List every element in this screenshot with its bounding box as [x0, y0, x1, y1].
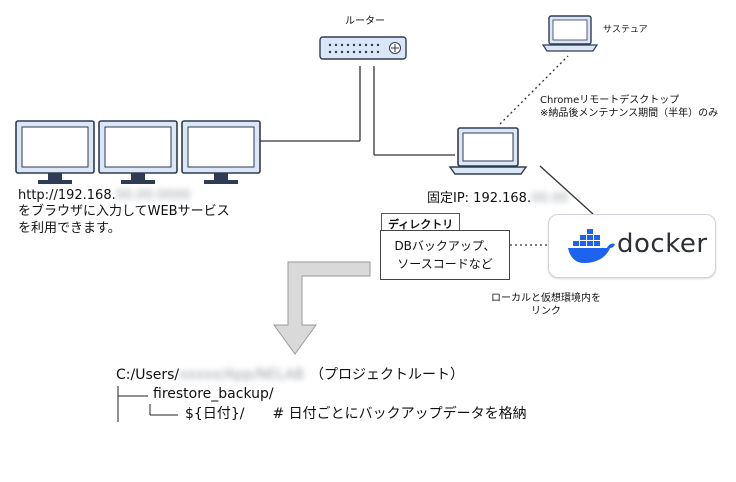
chrome-remote-line2: ※納品後メンテナンス期間（半年）のみ — [540, 107, 719, 119]
server-ip: 固定IP: 192.168.00.00 — [427, 191, 568, 207]
directory-box: DBバックアップ、 ソースコードなど — [380, 230, 510, 280]
remote-label: サステュア — [603, 25, 648, 35]
server-ip-prefix: 固定IP: 192.168. — [427, 191, 532, 206]
tree-date-comment: # 日付ごとにバックアップデータを格納 — [272, 406, 527, 422]
clients-line3: を利用できます。 — [18, 220, 121, 236]
clients-description: http://192.168.00.00:0000 をブラウザに入力してWEBサ… — [18, 188, 230, 237]
server-laptop-icon — [448, 127, 528, 175]
link-note-line2: リンク — [531, 305, 561, 317]
tree-root-masked: xxxxx/App/NELAB — [179, 367, 304, 383]
directory-line2: ソースコードなど — [397, 257, 493, 271]
client-monitor-2-icon — [98, 120, 178, 184]
tree-root-prefix: C:/Users/ — [116, 367, 180, 383]
tree-firestore-text: firestore_backup/ — [153, 386, 274, 402]
docker-wordmark: docker — [617, 229, 708, 259]
tree-date-line: ${日付}/ # 日付ごとにバックアップデータを格納 — [185, 406, 527, 424]
clients-line2: をブラウザに入力してWEBサービス — [18, 204, 230, 220]
connection-lines — [260, 66, 594, 215]
server-to-docker-line — [539, 165, 594, 215]
directory-title: ディレクトリ — [381, 213, 461, 235]
directory-line1: DBバックアップ、 — [394, 239, 496, 253]
chrome-remote-line1: Chromeリモートデスクトップ — [540, 95, 680, 106]
docker-box: docker — [548, 214, 716, 278]
router-label: ルーター — [345, 16, 385, 27]
router-icon — [319, 36, 407, 60]
tree-lines — [117, 386, 178, 422]
client-monitor-3-icon — [181, 120, 261, 184]
client-monitor-1-icon — [15, 120, 95, 184]
clients-url-line: http://192.168.00.00:0000 — [18, 188, 230, 204]
tree-root-suffix: （プロジェクトルート） — [309, 367, 464, 383]
down-arrow — [273, 261, 371, 355]
link-note-line1: ローカルと仮想環境内を — [491, 293, 601, 304]
chrome-remote-note: Chromeリモートデスクトップ ※納品後メンテナンス期間（半年）のみ — [540, 95, 718, 120]
clients-url-prefix: http://192.168. — [18, 188, 116, 203]
remote-desktop-dotted-line — [499, 55, 569, 125]
remote-laptop-icon — [541, 15, 599, 52]
tree-root-line: C:/Users/xxxxx/App/NELAB （プロジェクトルート） — [116, 367, 464, 385]
tree-firestore-line: firestore_backup/ — [153, 386, 274, 404]
clients-url-masked: 00.00:0000 — [115, 188, 191, 203]
server-ip-masked: 00.00 — [531, 191, 569, 206]
link-note: ローカルと仮想環境内を リンク — [482, 293, 610, 318]
tree-date-text: ${日付}/ — [185, 406, 245, 422]
docker-whale-icon — [568, 229, 615, 263]
